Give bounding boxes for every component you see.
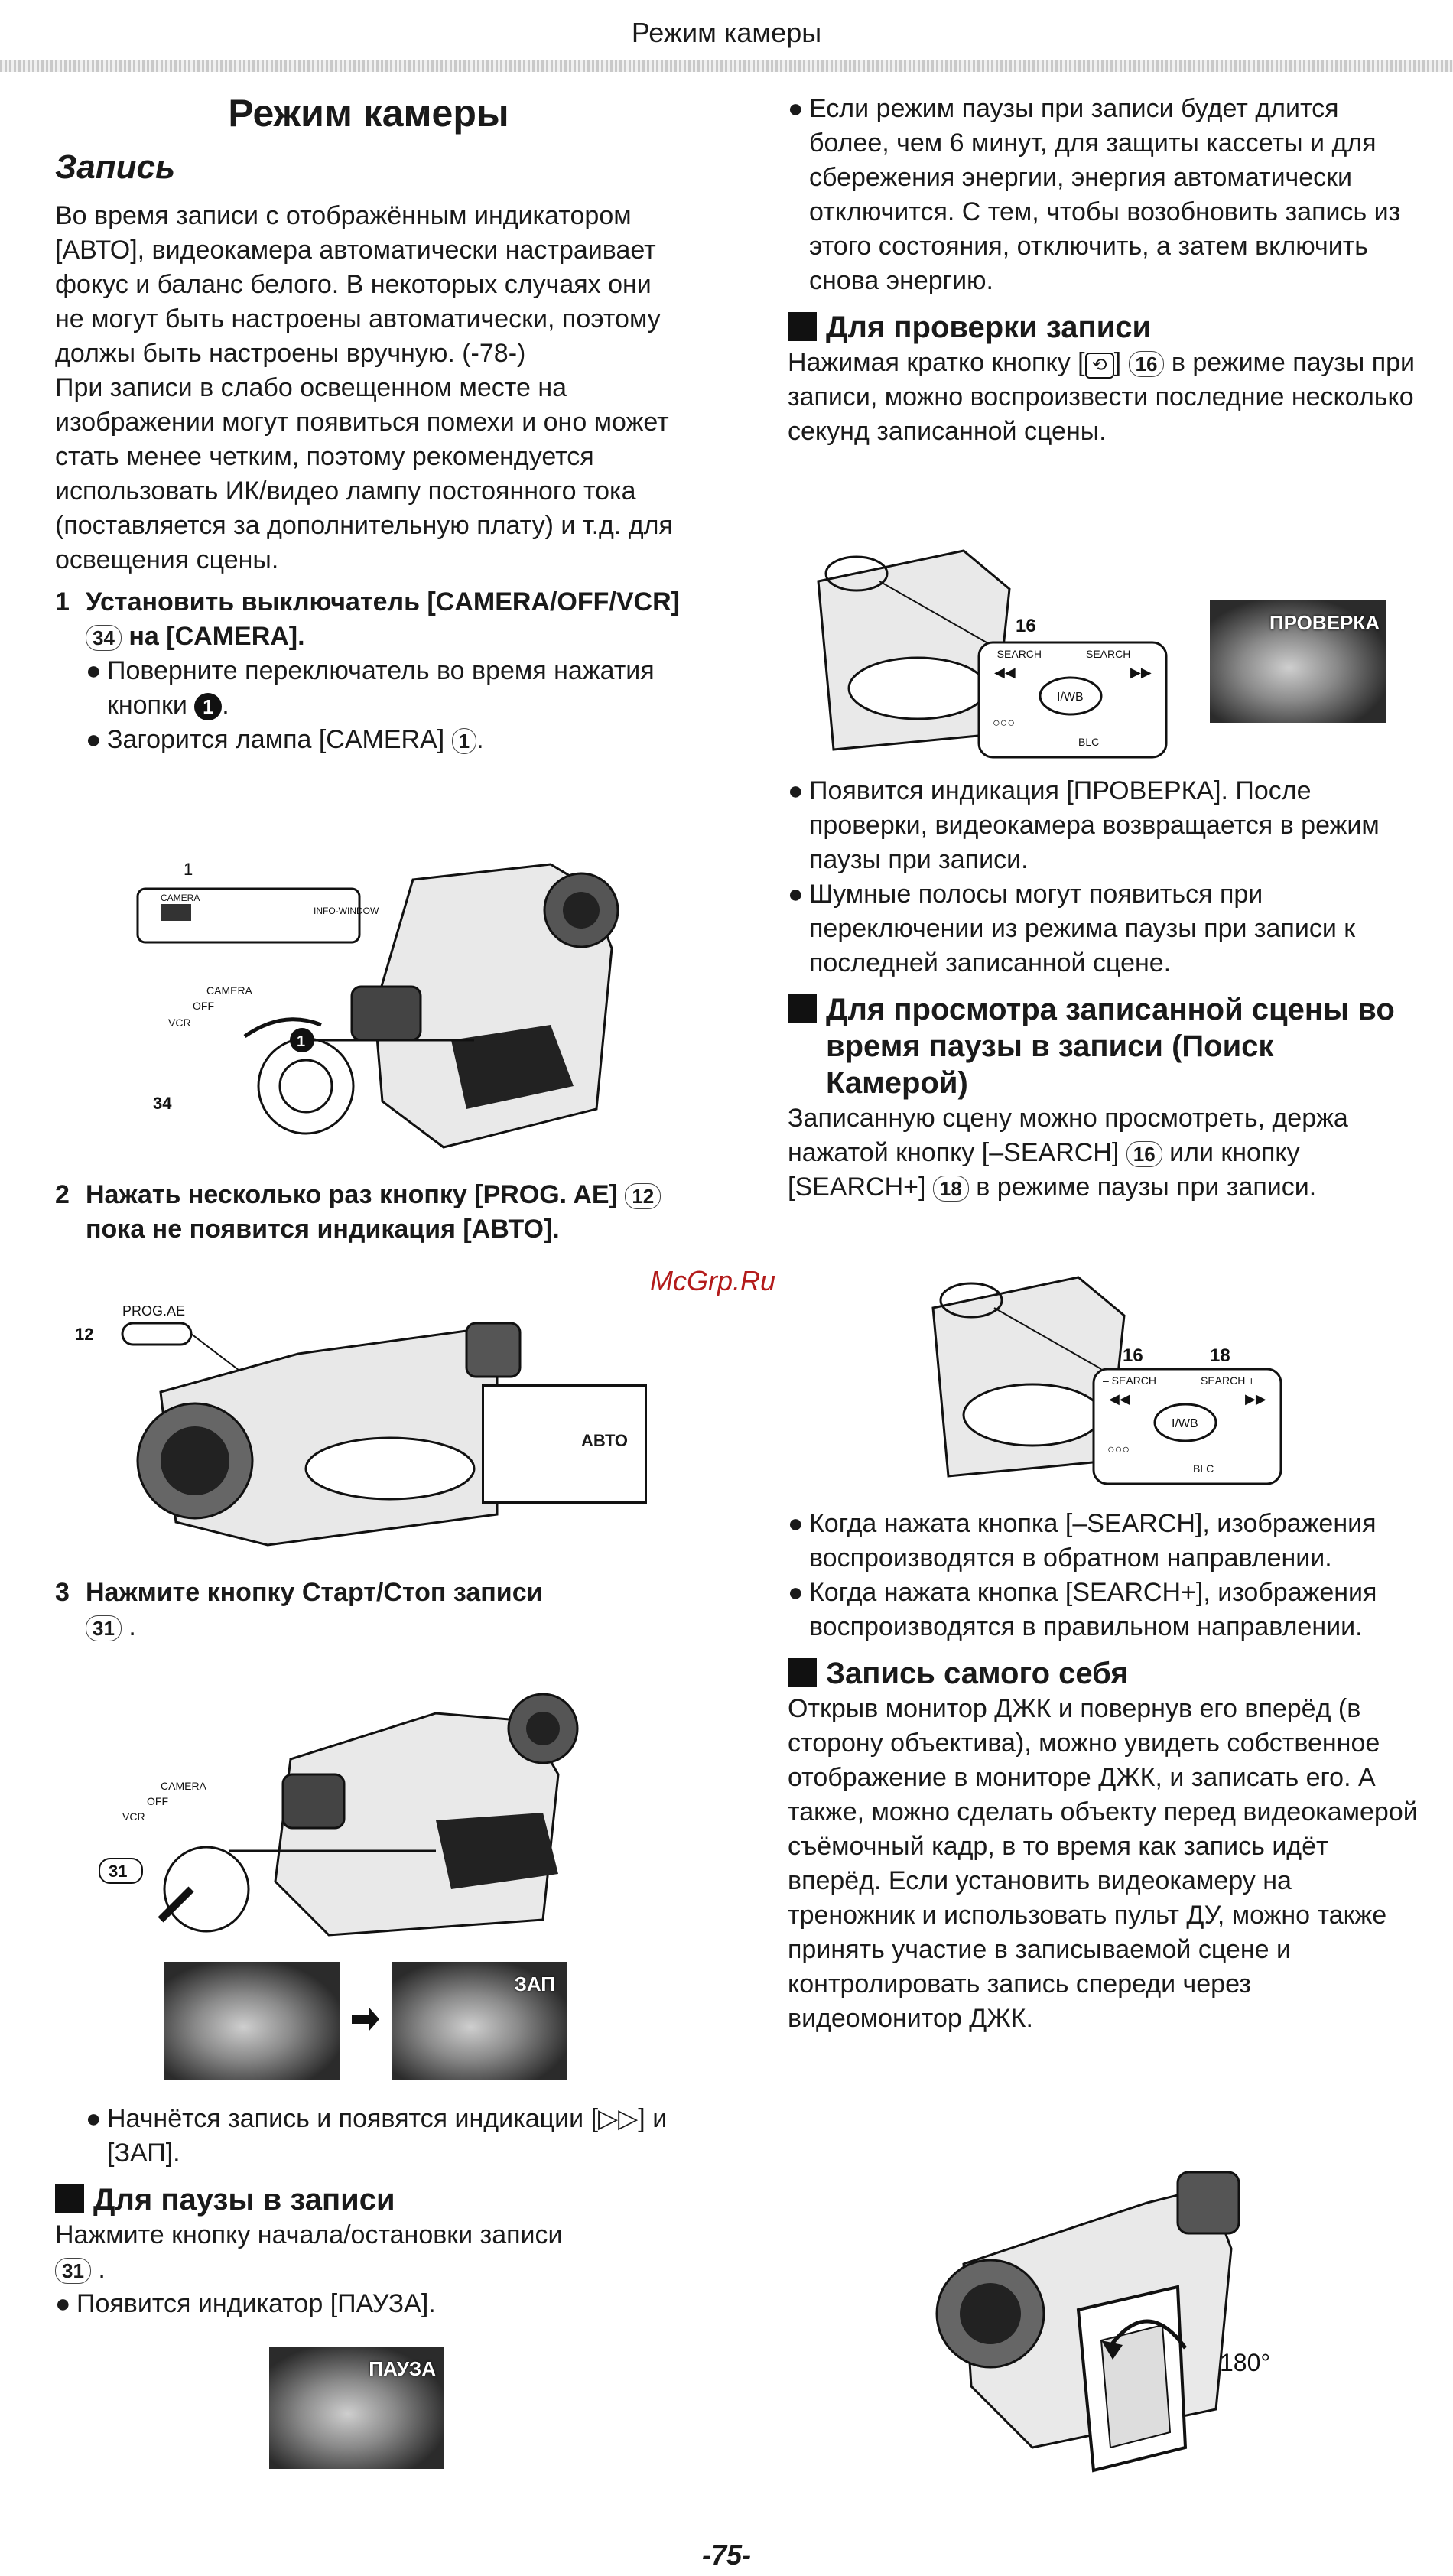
start-stop-figure: CAMERA OFF VCR 31 [99, 1667, 596, 1943]
svg-text:18: 18 [1210, 1345, 1230, 1366]
svg-text:16: 16 [1123, 1345, 1143, 1366]
square-bullet-icon [55, 2184, 84, 2213]
camera-search-figure: 16 18 – SEARCH SEARCH + ◀◀ ▶▶ I/WB ○○○ B… [925, 1262, 1292, 1491]
step-2: 2 Нажать несколько раз кнопку [PROG. AE]… [55, 1178, 682, 1247]
self-text: Открыв монитор ДЖК и повернув его вперёд… [788, 1694, 1418, 2033]
bullet: ●Появится индикатор [ПАУЗА]. [55, 2289, 436, 2318]
step-3-block: 3 Нажмите кнопку Старт/Стоп записи 31 . [55, 1568, 682, 1644]
svg-text:OFF: OFF [193, 1000, 214, 1012]
svg-text:BLC: BLC [1193, 1462, 1214, 1475]
self-heading: Запись самого себя [788, 1655, 1422, 1692]
square-bullet-icon [788, 994, 817, 1023]
screen-indicator: АВТО [581, 1431, 628, 1450]
intro-paragraph: Во время записи с отображённым индикатор… [55, 201, 661, 368]
arrow-right-icon [350, 2004, 381, 2034]
svg-text:12: 12 [75, 1325, 93, 1344]
running-header: Режим камеры [631, 17, 822, 48]
rec-indicator: ЗАП [514, 1973, 555, 1995]
right-column-top: ●Если режим паузы при записи будет длитс… [788, 92, 1422, 449]
square-bullet-icon [788, 312, 817, 341]
rec-check-icon: ⟲ [1084, 353, 1114, 379]
svg-text:1: 1 [297, 1033, 305, 1050]
svg-text:34: 34 [153, 1094, 172, 1113]
check-indicator: ПРОВЕРКА [1269, 611, 1380, 634]
svg-text:○○○: ○○○ [1107, 1443, 1130, 1456]
bullet: ●Загорится лампа [CAMERA] 1. [86, 725, 484, 754]
ref-marker: 31 [86, 1615, 122, 1641]
self-recording-figure: 180° [918, 2157, 1315, 2493]
view-heading: Для просмотра записанной сцены во время … [788, 991, 1422, 1101]
page-title: Режим камеры [228, 92, 509, 135]
recording-shot-right: ЗАП [392, 1962, 567, 2080]
svg-text:I/WB: I/WB [1172, 1417, 1198, 1430]
svg-text:◀◀: ◀◀ [1109, 1391, 1130, 1407]
bullet: ●Когда нажата кнопка [–SEARCH], изображе… [788, 1509, 1377, 1573]
camcorder-switch-figure: 1 CAMERA INFO-WINDOW CAMERA OFF VCR 34 1 [122, 857, 658, 1178]
svg-text:– SEARCH: – SEARCH [988, 648, 1042, 660]
svg-text:○○○: ○○○ [993, 717, 1015, 730]
intro-paragraph-2: При записи в слабо освещенном месте на и… [55, 373, 673, 574]
ref-label: 1 [184, 860, 193, 879]
prog-ae-figure: PROG.AE 12 АВТО [69, 1300, 673, 1553]
svg-text:SEARCH +: SEARCH + [1201, 1374, 1254, 1387]
step-3: 3 Нажмите кнопку Старт/Стоп записи [55, 1578, 543, 1607]
svg-text:◀◀: ◀◀ [994, 665, 1016, 680]
bullet: ●Начнётся запись и появятся индикации [▷… [86, 2104, 668, 2168]
ref-circle: 1 [194, 693, 223, 720]
check-text: Нажимая кратко кнопку [⟲] 16 в режиме па… [788, 348, 1416, 446]
right-column-bottom: ●Когда нажата кнопка [–SEARCH], изображе… [788, 1507, 1422, 2036]
bullet: ●Появится индикация [ПРОВЕРКА]. После пр… [788, 776, 1380, 874]
svg-text:– SEARCH: – SEARCH [1103, 1374, 1156, 1387]
step-1: 1 Установить выключатель [CAMERA/OFF/VCR… [55, 585, 682, 654]
section-subtitle: Запись [55, 148, 176, 186]
header-rule [0, 60, 1453, 72]
ref-marker: 31 [55, 2258, 91, 2284]
bullet: ●Шумные полосы могут появиться при перек… [788, 880, 1356, 977]
bullet: ●Если режим паузы при записи будет длитс… [788, 94, 1401, 295]
svg-text:VCR: VCR [168, 1016, 191, 1029]
recording-shot-left [164, 1962, 340, 2080]
watermark: McGrp.Ru [650, 1265, 776, 1296]
rec-check-figure: 16 – SEARCH SEARCH ◀◀ ▶▶ I/WB ○○○ BLC [811, 535, 1178, 765]
svg-text:180°: 180° [1220, 2349, 1270, 2376]
svg-text:I/WB: I/WB [1057, 691, 1084, 704]
svg-text:CAMERA: CAMERA [161, 893, 200, 903]
square-bullet-icon [788, 1658, 817, 1687]
svg-text:CAMERA: CAMERA [161, 1780, 207, 1792]
check-shot: ПРОВЕРКА [1210, 600, 1386, 723]
view-text: Записанную сцену можно просмотреть, держ… [788, 1104, 1348, 1202]
pause-indicator: ПАУЗА [369, 2357, 436, 2380]
step-1-text: Установить выключатель [CAMERA/OFF/VCR] … [86, 587, 680, 651]
step-number: 1 [55, 587, 70, 616]
svg-text:31: 31 [109, 1862, 127, 1881]
ref-marker: 34 [86, 625, 122, 651]
svg-text:PROG.AE: PROG.AE [122, 1303, 185, 1319]
left-column: Режим камеры Запись Во время записи с от… [55, 84, 682, 757]
ref-marker: 1 [451, 728, 477, 754]
bullet: ●Когда нажата кнопка [SEARCH+], изображе… [788, 1578, 1377, 1641]
svg-text:▶▶: ▶▶ [1245, 1391, 1266, 1407]
ref-marker: 18 [932, 1176, 969, 1202]
bullet: ●Поверните переключатель во время нажати… [86, 656, 655, 720]
check-heading: Для проверки записи [788, 309, 1422, 346]
step-2-block: 2 Нажать несколько раз кнопку [PROG. AE]… [55, 1170, 682, 1247]
svg-text:▶▶: ▶▶ [1130, 665, 1152, 680]
svg-text:CAMERA: CAMERA [206, 984, 253, 997]
svg-text:VCR: VCR [122, 1810, 145, 1823]
ref-marker: 16 [1126, 1141, 1162, 1167]
ref-marker: 12 [625, 1183, 661, 1209]
svg-text:SEARCH: SEARCH [1086, 648, 1130, 660]
svg-text:INFO-WINDOW: INFO-WINDOW [314, 906, 379, 916]
lcd-screen: АВТО [482, 1384, 647, 1504]
ref-marker: 16 [1128, 351, 1165, 377]
page-number: -75- [701, 2539, 752, 2571]
svg-text:BLC: BLC [1078, 736, 1099, 748]
pause-text: Нажмите кнопку начала/остановки записи [55, 2220, 563, 2249]
pause-heading: Для паузы в записи [55, 2181, 682, 2218]
svg-text:OFF: OFF [147, 1795, 168, 1807]
right-column-middle: ●Появится индикация [ПРОВЕРКА]. После пр… [788, 774, 1422, 1205]
pause-section: ●Начнётся запись и появятся индикации [▷… [55, 2102, 682, 2321]
svg-text:16: 16 [1016, 616, 1036, 636]
pause-shot: ПАУЗА [269, 2347, 444, 2469]
